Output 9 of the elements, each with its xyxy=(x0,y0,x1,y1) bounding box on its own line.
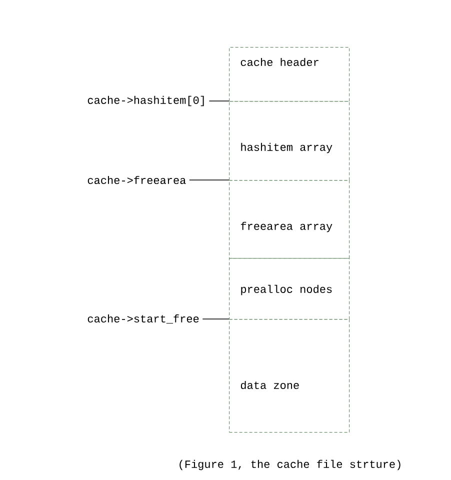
pointer-label: cache->hashitem[0] xyxy=(88,96,204,106)
memory-region-box: data zone xyxy=(229,319,350,433)
pointer-label: cache->freearea xyxy=(88,176,186,184)
pointer-label: cache->start_free xyxy=(88,314,199,324)
memory-region-box: cache header xyxy=(229,47,350,102)
figure-caption: (Figure 1, the cache file strture) xyxy=(180,460,400,470)
memory-region-box: prealloc nodes xyxy=(229,258,350,320)
memory-region-box: freearea array xyxy=(229,180,350,259)
memory-region-box: hashitem array xyxy=(229,101,350,181)
